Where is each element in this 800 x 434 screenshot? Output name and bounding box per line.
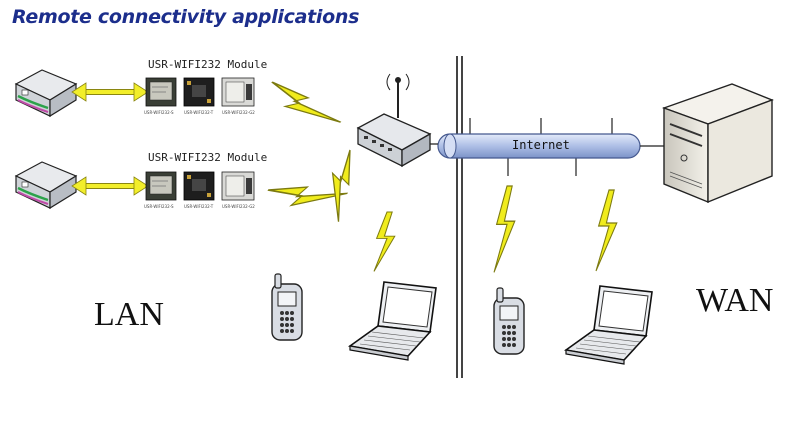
wan-label: WAN — [696, 282, 774, 319]
lan-label: LAN — [94, 296, 164, 333]
chip-label: USR-WIFI232-G2 — [222, 110, 255, 115]
internet-label: Internet — [512, 138, 570, 152]
serial-link-arrow-2 — [71, 176, 149, 196]
wifi-module-icon — [145, 77, 255, 107]
server-icon — [661, 83, 774, 204]
router-icon — [356, 73, 432, 168]
serial-device-icon — [14, 68, 78, 118]
chip-label: USR-WIFI232-S — [144, 204, 174, 209]
lightning-bolt-icon — [595, 189, 618, 272]
wifi-module-icon — [145, 171, 255, 201]
chip-label: USR-WIFI232-T — [184, 110, 214, 115]
module-label-bottom: USR-WIFI232 Module — [148, 151, 268, 164]
laptop-icon — [349, 281, 437, 361]
lightning-bolt-icon — [493, 185, 516, 274]
chip-label: USR-WIFI232-G2 — [222, 204, 255, 209]
page-title: Remote connectivity applications — [12, 6, 360, 28]
serial-link-arrow-1 — [71, 82, 149, 102]
lightning-bolt-icon — [307, 149, 382, 223]
lightning-bolt-icon — [373, 211, 396, 272]
serial-device-icon — [14, 160, 78, 210]
chip-label: USR-WIFI232-T — [184, 204, 214, 209]
chip-label: USR-WIFI232-S — [144, 110, 174, 115]
internet-pipe — [400, 118, 664, 176]
module-label-top: USR-WIFI232 Module — [148, 58, 268, 71]
laptop-icon — [565, 285, 653, 365]
mobile-phone-icon — [493, 287, 525, 355]
mobile-phone-icon — [271, 273, 303, 341]
lightning-bolt-icon — [271, 72, 342, 132]
